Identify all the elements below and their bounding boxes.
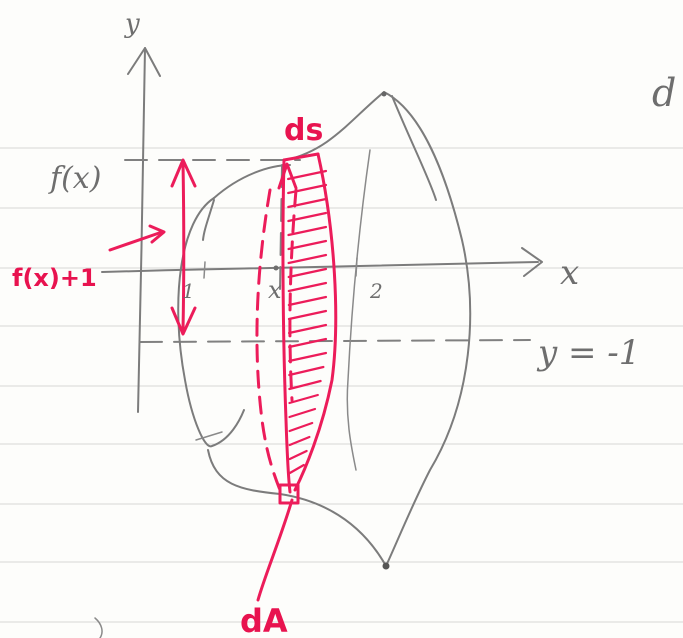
ds-label: ds xyxy=(284,113,323,148)
hatch-stroke xyxy=(288,407,317,419)
right-hidden-rim xyxy=(346,149,371,471)
x-axis-arrowhead xyxy=(521,247,543,277)
hatch-stroke xyxy=(287,239,328,251)
hatch-stroke xyxy=(288,379,322,391)
y-axis-line xyxy=(137,47,146,413)
hatch-stroke xyxy=(287,295,328,307)
radius-arrow-top-head xyxy=(170,158,197,188)
dA-label: dA xyxy=(240,602,288,638)
dA-pointer-line xyxy=(256,498,294,602)
hatch-stroke xyxy=(288,393,319,405)
hatch-stroke xyxy=(287,253,328,265)
left-upper-edge xyxy=(213,164,291,199)
hatch-stroke xyxy=(288,365,325,377)
notebook-ruled-lines xyxy=(0,147,683,623)
paper-mark xyxy=(94,617,103,638)
top-end-dot xyxy=(381,91,387,97)
y-axis-arrowhead xyxy=(127,47,161,77)
ds-pointer-arrowhead xyxy=(277,162,298,190)
far-right-rim xyxy=(391,95,437,201)
hatch-stroke xyxy=(288,337,328,349)
strip-element xyxy=(255,152,338,505)
hatch-stroke xyxy=(288,449,308,461)
hatch-stroke xyxy=(287,183,328,195)
strip-hatching xyxy=(286,169,328,475)
strip-top-edge xyxy=(282,152,320,162)
hatch-stroke xyxy=(288,463,305,475)
tick-mark-1 xyxy=(203,261,206,279)
hatch-stroke xyxy=(287,267,328,279)
x-axis-label: x xyxy=(560,253,579,293)
line-equation-label: y = -1 xyxy=(536,333,640,373)
margin-letter: d xyxy=(652,71,676,115)
left-back-edge xyxy=(202,199,215,241)
hatch-stroke xyxy=(287,211,328,223)
radius-label: f(x)+1 xyxy=(12,264,97,292)
surface-outline xyxy=(177,91,472,570)
label-pointer-arrow xyxy=(108,230,164,252)
hatch-stroke xyxy=(286,169,328,181)
bottom-profile-curve xyxy=(207,449,387,567)
x-vertical-dashed-line xyxy=(279,164,283,291)
hatch-stroke xyxy=(288,421,314,433)
x-axis-line xyxy=(101,261,539,273)
strip-right-edge xyxy=(293,152,338,492)
end-point-dot xyxy=(382,562,390,570)
left-end-ellipse xyxy=(177,197,245,448)
left-lower-shading xyxy=(195,431,223,441)
tick-label-1: 1 xyxy=(182,279,195,303)
tick-label-2: 2 xyxy=(369,279,383,303)
hatch-stroke xyxy=(288,435,311,447)
radius-arrow xyxy=(108,158,197,336)
hatch-stroke xyxy=(288,351,328,363)
hatch-stroke xyxy=(287,225,328,237)
coordinate-axes xyxy=(101,47,543,413)
x-point-dot xyxy=(273,265,279,271)
right-end-rim xyxy=(383,91,472,567)
y-axis-label: y xyxy=(124,9,140,39)
x-point-label: x xyxy=(268,276,282,304)
strip-left-edge xyxy=(281,158,292,494)
strip-bottom-square xyxy=(278,483,300,505)
hatch-stroke xyxy=(287,309,328,321)
radius-arrow-shaft xyxy=(181,160,186,332)
y-minus-one-dashed-line xyxy=(139,339,531,343)
hatch-stroke xyxy=(287,281,328,293)
strip-hidden-back-edge xyxy=(255,188,282,492)
hatch-stroke xyxy=(287,197,328,209)
radius-arrow-bottom-head xyxy=(170,306,197,336)
f-of-x-label: f(x) xyxy=(48,161,101,196)
label-pointer-arrowhead xyxy=(148,224,166,244)
hatch-stroke xyxy=(287,323,328,335)
